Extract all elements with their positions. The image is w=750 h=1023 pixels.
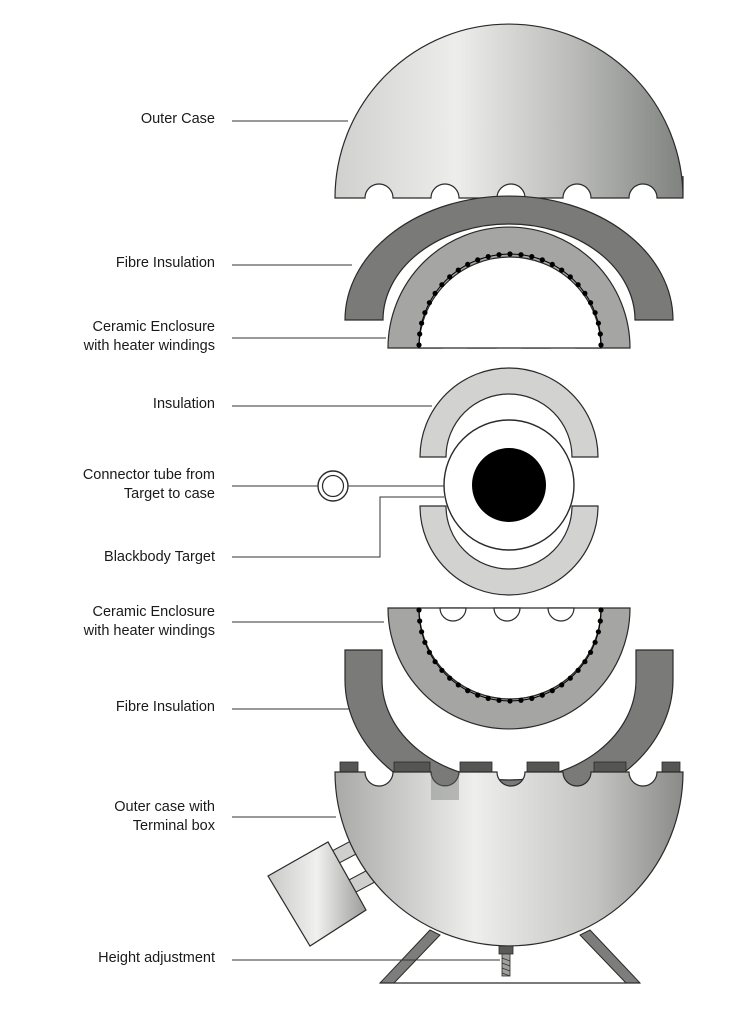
winding-bead	[567, 675, 573, 681]
terminal-box	[267, 838, 378, 947]
winding-bead	[447, 274, 453, 280]
label-insulation: Insulation	[152, 396, 215, 412]
winding-bead	[475, 692, 481, 698]
winding-bead	[465, 261, 471, 267]
winding-bead	[598, 342, 604, 348]
winding-bead	[592, 639, 598, 645]
winding-bead	[559, 682, 565, 688]
winding-bead	[595, 629, 602, 635]
heater-windings-top	[416, 251, 604, 348]
ceramic-enclosure-bottom	[387, 607, 631, 730]
winding-bead	[422, 639, 428, 645]
leader-lines	[232, 120, 500, 961]
winding-bead	[426, 649, 432, 655]
winding-bead	[539, 257, 545, 263]
winding-bead	[507, 698, 513, 704]
winding-bead	[597, 618, 603, 624]
winding-bead	[416, 607, 422, 613]
winding-bead	[559, 267, 565, 273]
winding-bead	[592, 310, 598, 316]
winding-bead	[455, 267, 461, 273]
label-outer-case: Outer Case	[140, 111, 215, 127]
ceramic-enclosure-top	[387, 226, 631, 349]
winding-bead	[485, 695, 491, 702]
connector-tube	[317, 470, 349, 502]
winding-bead	[598, 607, 604, 613]
winding-bead	[549, 261, 555, 267]
winding-bead	[582, 290, 588, 296]
winding-bead	[419, 629, 425, 635]
winding-bead	[417, 331, 423, 337]
winding-bead	[518, 252, 524, 258]
winding-bead	[496, 697, 502, 703]
winding-bead	[426, 300, 432, 306]
outer-case-top	[334, 23, 684, 199]
winding-bead	[422, 310, 428, 316]
winding-bead	[432, 290, 438, 296]
winding-bead	[582, 659, 588, 665]
winding-bead	[588, 649, 594, 655]
label-ceramic-enclosure-bottom: Ceramic Enclosure with heater windings	[83, 604, 215, 639]
fibre-insulation-top	[344, 195, 674, 321]
winding-bead	[507, 251, 513, 257]
label-fibre-insulation-bottom: Fibre Insulation	[115, 699, 215, 715]
outer-case-bottom	[267, 761, 684, 984]
height-adjustment-screw	[498, 945, 514, 977]
stand-legs	[378, 929, 642, 984]
winding-bead	[539, 692, 545, 698]
insulation-upper	[419, 367, 599, 458]
label-ceramic-enclosure-top: Ceramic Enclosure with heater windings	[83, 319, 215, 354]
winding-bead	[439, 282, 445, 288]
winding-bead	[419, 320, 425, 326]
label-blackbody-target: Blackbody Target	[104, 549, 215, 565]
winding-bead	[496, 252, 502, 258]
blackbody-target	[443, 419, 575, 551]
winding-bead	[485, 254, 491, 260]
winding-bead	[595, 320, 602, 326]
winding-bead	[575, 282, 581, 288]
winding-bead	[567, 274, 573, 280]
winding-bead	[417, 618, 423, 624]
winding-bead	[455, 682, 461, 688]
label-connector-tube: Connector tube from Target to case	[82, 467, 215, 502]
winding-bead	[432, 659, 438, 665]
winding-bead	[465, 688, 471, 694]
winding-bead	[549, 688, 555, 694]
label-outer-case-terminal: Outer case with Terminal box	[114, 799, 215, 834]
winding-bead	[447, 675, 453, 681]
winding-bead	[518, 697, 524, 703]
winding-bead	[439, 667, 445, 673]
label-fibre-insulation-top: Fibre Insulation	[115, 255, 215, 271]
heater-windings-bottom	[416, 607, 604, 704]
insulation-lower	[419, 505, 599, 596]
winding-bead	[416, 342, 422, 348]
winding-bead	[588, 300, 594, 306]
winding-bead	[529, 695, 535, 702]
winding-bead	[597, 331, 603, 337]
winding-bead	[529, 254, 535, 260]
winding-bead	[575, 667, 581, 673]
winding-bead	[475, 257, 481, 263]
label-height-adjustment: Height adjustment	[98, 950, 215, 966]
